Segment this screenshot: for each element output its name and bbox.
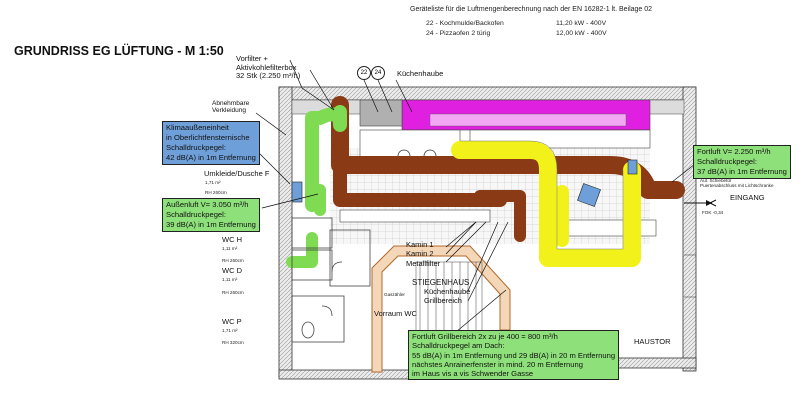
wc-p-rh: RH 320cm	[222, 340, 244, 345]
leader-lines	[253, 59, 696, 333]
wc-rooms	[291, 217, 371, 343]
metallfilter-label: Metallfilter	[406, 259, 441, 268]
filter-box	[359, 99, 403, 127]
kuechenhaube-label: Küchenhaube	[397, 69, 444, 78]
outside-air-duct	[286, 105, 347, 268]
ac-unit-marker	[291, 181, 303, 203]
wc-d-label: WC D	[222, 266, 242, 275]
equipment-circle-22: 22	[357, 66, 371, 80]
kamin1-label: Kamin 1	[406, 240, 434, 249]
umkleide-area: 1,71 m²	[205, 180, 221, 185]
umkleide-label: Umkleide/Dusche F	[204, 169, 270, 178]
fok-label: FOK -0,34	[702, 210, 724, 215]
wc-d-rh: RH 260cm	[222, 290, 244, 295]
eingang-label: EINGANG	[730, 193, 765, 202]
wc-p-area: 1,71 m²	[222, 328, 238, 333]
wc-h-rh: RH 260cm	[222, 258, 244, 263]
stiegenhaus-label: STIEGENHAUS	[412, 278, 470, 287]
equipment-value-22: 11,20 kW - 400V	[556, 20, 607, 27]
umkleide-rh: RH 260cm	[205, 190, 227, 195]
equipment-item-22: 22 - Kochmulde/Backofen	[426, 20, 504, 27]
wc-d-area: 1,11 m²	[222, 277, 238, 282]
supply-duct	[451, 141, 641, 267]
grill-callout: Fortluft Grillbereich 2x zu je 400 = 800…	[408, 330, 620, 381]
page-title: GRUNDRISS EG LÜFTUNG - M 1:50	[14, 44, 224, 58]
haustor-label: HAUSTOR	[634, 337, 671, 346]
equipment-heading: Geräteliste für die Luftmengenberechnung…	[410, 6, 653, 13]
wc-h-label: WC H	[222, 235, 242, 244]
wc-p-label: WC P	[222, 317, 242, 326]
kamin2-label: Kamin 2	[406, 249, 434, 258]
equipment-value-24: 12,00 kW - 400V	[556, 30, 607, 37]
equipment-circle-24: 24	[371, 66, 385, 80]
gaszaehler-label: Gaszähler	[384, 292, 405, 297]
vorraum-wc-label: Vorraum WC	[374, 309, 417, 318]
wc-h-area: 1,11 m²	[222, 246, 238, 251]
equipment-item-24: 24 - Pizzaofen 2 türig	[426, 30, 491, 37]
